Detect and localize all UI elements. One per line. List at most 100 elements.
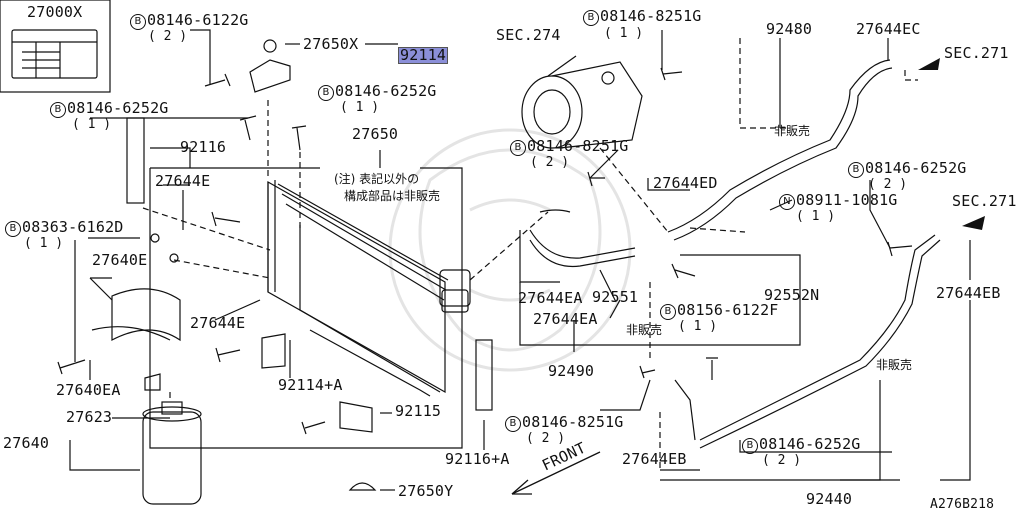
not-sold-label-2: 非販売	[626, 323, 663, 337]
part-label-27623[interactable]: 27623	[66, 408, 113, 426]
part-label-92115[interactable]: 92115	[395, 402, 442, 420]
pipe-92440-icon	[674, 234, 941, 449]
fastener-qty: ( 1 )	[340, 100, 380, 115]
hose-92480-icon	[667, 59, 893, 241]
fastener-qty: ( 1 )	[24, 236, 64, 251]
part-label-92480[interactable]: 92480	[766, 20, 813, 38]
fastener-qty: ( 2 )	[526, 431, 566, 446]
fastener-prefix-icon: B	[742, 438, 758, 454]
part-label-27650x[interactable]: 27650X	[303, 35, 359, 53]
part-label-27644ec[interactable]: 27644EC	[856, 20, 921, 38]
condenser-icon	[267, 180, 471, 397]
part-label-sec274[interactable]: SEC.274	[496, 26, 561, 44]
direction-arrows	[918, 58, 985, 230]
front-arrow-icon	[511, 451, 601, 495]
bracket-92115-icon	[339, 401, 373, 433]
part-label-27644eb-bottom[interactable]: 27644EB	[622, 450, 687, 468]
fastener-code: 08911-1081G	[796, 191, 898, 209]
arrow-sec271-a-icon	[918, 58, 940, 70]
note-line-2: 構成部品は非販売	[344, 189, 441, 203]
part-label-sec271-b[interactable]: SEC.271	[952, 192, 1017, 210]
part-label-27640ea[interactable]: 27640EA	[56, 381, 121, 399]
part-label-92116a[interactable]: 92116+A	[445, 450, 510, 468]
grommet-27650x-icon	[263, 39, 277, 53]
fastener-qty: ( 2 )	[762, 453, 802, 468]
fastener-code: 08146-6252G	[335, 82, 437, 100]
part-label-92116[interactable]: 92116	[180, 138, 227, 156]
part-label-27644ed[interactable]: 27644ED	[653, 174, 718, 192]
part-label-27000x[interactable]: 27000X	[27, 3, 83, 21]
fastener-code: 08146-6252G	[759, 435, 861, 453]
receiver-drier-icon	[142, 373, 202, 505]
fastener-qty: ( 1 )	[72, 117, 112, 132]
part-label-92551[interactable]: 92551	[592, 288, 639, 306]
fastener-prefix-icon: B	[130, 14, 146, 30]
part-label-92114a[interactable]: 92114+A	[278, 376, 343, 394]
fastener-qty: ( 2 )	[148, 29, 188, 44]
fastener-qty: ( 1 )	[796, 209, 836, 224]
fastener-code: 08146-8251G	[527, 137, 629, 155]
bracket-92114a-icon	[261, 333, 286, 369]
part-label-27644e-top[interactable]: 27644E	[155, 172, 211, 190]
fastener-prefix-icon: B	[660, 304, 676, 320]
fastener-prefix-icon: B	[505, 416, 521, 432]
fastener-qty: ( 1 )	[604, 26, 644, 41]
fastener-code: 08156-6122F	[677, 301, 779, 319]
watermark-emblem	[388, 128, 632, 372]
fastener-code: 08146-6252G	[67, 99, 169, 117]
fastener-qty: ( 1 )	[678, 319, 718, 334]
part-label-27650[interactable]: 27650	[352, 125, 399, 143]
fastener-prefix-icon: B	[848, 162, 864, 178]
fastener-prefix-icon: B	[5, 221, 21, 237]
pipe-92490-icon	[529, 209, 636, 268]
fastener-code: 08146-8251G	[522, 413, 624, 431]
arrow-sec271-b-icon	[962, 216, 985, 230]
part-label-27644ea-1[interactable]: 27644EA	[518, 289, 583, 307]
part-label-92114-selected[interactable]: 92114	[397, 46, 449, 64]
fastener-prefix-icon: N	[779, 194, 795, 210]
bracket-92114-icon	[249, 59, 291, 93]
fastener-prefix-icon: B	[50, 102, 66, 118]
compressor-icon	[521, 61, 643, 149]
not-sold-label-1: 非販売	[774, 124, 811, 138]
fastener-prefix-icon: B	[318, 85, 334, 101]
fastener-code: 08146-6122G	[147, 11, 249, 29]
part-label-92440[interactable]: 92440	[806, 490, 853, 508]
note-line-1: (注) 表記以外の	[334, 172, 420, 186]
part-label-92552n[interactable]: 92552N	[764, 286, 820, 304]
part-label-27640e[interactable]: 27640E	[92, 251, 148, 269]
foam-strip-92116-icon	[126, 117, 145, 204]
condenser-frame	[149, 167, 463, 449]
not-sold-label-3: 非販売	[876, 358, 913, 372]
part-label-92490[interactable]: 92490	[548, 362, 595, 380]
label-sticker-icon	[11, 29, 98, 79]
part-label-27644ea-2[interactable]: 27644EA	[533, 310, 598, 328]
grommet-27650y-icon	[348, 482, 377, 491]
fastener-code: 08363-6162D	[22, 218, 124, 236]
bracket-icon	[91, 233, 181, 342]
foam-strip-92116a-icon	[475, 339, 493, 411]
part-label-sec271-a[interactable]: SEC.271	[944, 44, 1009, 62]
fastener-qty: ( 2 )	[530, 155, 570, 170]
bolt-icons	[57, 67, 913, 435]
part-label-27644eb-right[interactable]: 27644EB	[936, 284, 1001, 302]
fastener-prefix-icon: B	[583, 10, 599, 26]
fastener-code: 08146-8251G	[600, 7, 702, 25]
part-label-27644e-mid[interactable]: 27644E	[190, 314, 246, 332]
part-label-27640[interactable]: 27640	[3, 434, 50, 452]
fastener-qty: ( 2 )	[868, 177, 908, 192]
part-label-27650y[interactable]: 27650Y	[398, 482, 454, 500]
